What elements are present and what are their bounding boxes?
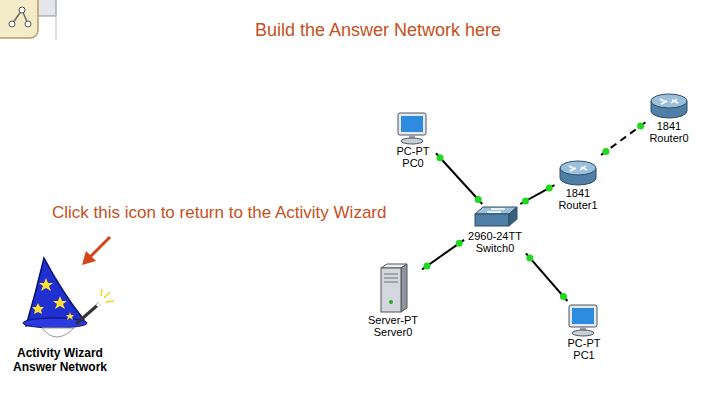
device-model: 1841 — [554, 187, 601, 199]
network-link — [526, 253, 568, 301]
network-link — [422, 240, 464, 270]
device-node: 1841Router1 — [554, 155, 601, 211]
page-title: Build the Answer Network here — [228, 20, 528, 41]
device-model: 1841 — [645, 120, 692, 132]
link-light — [437, 154, 444, 161]
link-light — [526, 254, 533, 261]
device-name: Server0 — [364, 326, 422, 338]
link-light — [546, 184, 553, 191]
device-name: PC0 — [390, 157, 436, 169]
instruction-note: Click this icon to return to the Activit… — [52, 203, 386, 222]
pc-icon — [569, 305, 597, 336]
link-light — [560, 293, 567, 300]
toolbar-icon — [0, 0, 56, 40]
device-model: 2960-24TT — [464, 230, 526, 242]
icon-caption: Activity Wizard Answer Network — [4, 346, 116, 374]
link-light — [637, 122, 644, 129]
network-link — [520, 185, 554, 204]
wizard-icon — [23, 258, 114, 337]
device-model: PC-PT — [390, 145, 436, 157]
device-name: PC1 — [561, 349, 607, 361]
device-node: PC-PTPC1 — [561, 301, 607, 361]
device-model: Server-PT — [364, 314, 422, 326]
device-name: Router1 — [554, 199, 601, 211]
device-node: 1841Router0 — [645, 88, 692, 144]
network-link — [601, 122, 645, 155]
switch-icon — [475, 207, 517, 226]
router-icon — [651, 94, 687, 118]
device-node: 2960-24TTSwitch0 — [464, 204, 526, 254]
router-icon — [560, 161, 596, 185]
link-light — [602, 148, 609, 155]
device-model: PC-PT — [561, 337, 607, 349]
device-node: Server-PTServer0 — [364, 264, 422, 338]
device-name: Router0 — [645, 132, 692, 144]
link-light — [475, 196, 482, 203]
server-icon — [381, 264, 407, 312]
link-light — [456, 240, 463, 247]
link-light — [522, 198, 529, 205]
link-light — [423, 263, 430, 270]
pc-icon — [398, 113, 426, 144]
device-node: PC-PTPC0 — [390, 109, 436, 169]
network-link — [436, 153, 482, 204]
pointer-arrow — [82, 237, 110, 265]
device-name: Switch0 — [464, 242, 526, 254]
